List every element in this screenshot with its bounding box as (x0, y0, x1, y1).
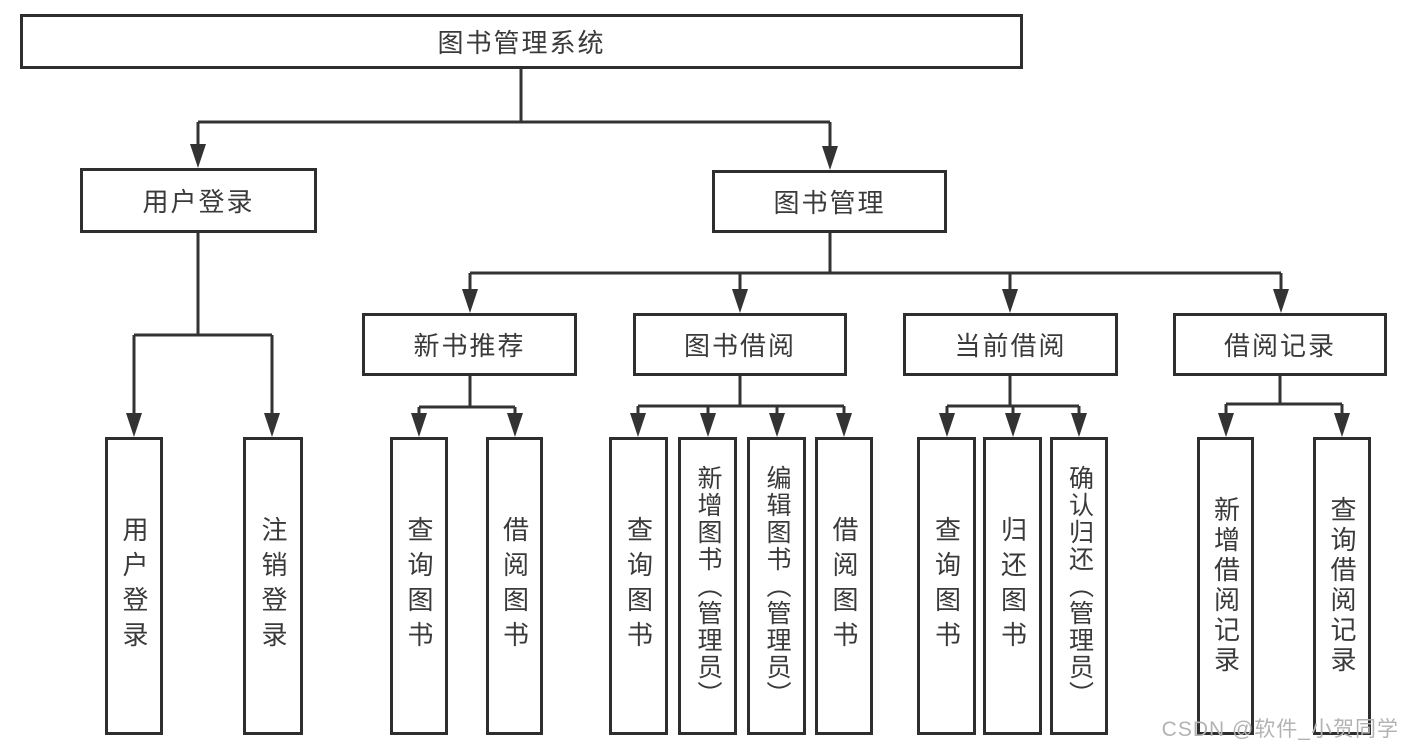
arrowhead (462, 289, 478, 313)
leaf-edit-books-admin: 编辑图书（管理员） (747, 437, 806, 735)
node-borrowing-records: 借阅记录 (1173, 313, 1387, 376)
arrowhead (1334, 413, 1350, 437)
node-book-management: 图书管理 (712, 170, 947, 233)
arrowhead (700, 413, 716, 437)
arrowhead (939, 413, 955, 437)
leaf-add-books-admin: 新增图书（管理员） (678, 437, 737, 735)
node-user-login: 用户登录 (80, 168, 317, 233)
edge-current-borrow-to-leaves (945, 376, 1081, 415)
arrowhead (630, 413, 646, 437)
csdn-watermark: CSDN @软件_小贺同学 (1161, 718, 1399, 741)
leaf-borrow-books: 借阅图书 (815, 437, 873, 735)
edge-new-books-to-leaves (417, 376, 517, 415)
arrowhead (1273, 289, 1289, 313)
node-library-system: 图书管理系统 (20, 14, 1023, 69)
leaf-logout: 注销登录 (243, 437, 303, 735)
node-new-book-recommendation: 新书推荐 (362, 313, 577, 376)
arrowhead (1002, 289, 1018, 313)
leaf-borrow-books-recommend: 借阅图书 (486, 437, 543, 735)
arrowhead (822, 146, 838, 170)
leaf-add-borrow-record: 新增借阅记录 (1197, 437, 1254, 735)
leaf-query-borrow-record: 查询借阅记录 (1313, 437, 1371, 735)
node-book-borrowing: 图书借阅 (633, 313, 847, 376)
node-current-borrowing: 当前借阅 (903, 313, 1118, 376)
arrowhead (411, 413, 427, 437)
leaf-confirm-return-admin: 确认归还（管理员） (1050, 437, 1108, 735)
edge-borrow-records-to-leaves (1224, 376, 1344, 415)
leaf-user-login: 用户登录 (105, 437, 163, 735)
edge-root-to-level2 (196, 69, 832, 148)
leaf-query-books-recommend: 查询图书 (390, 437, 448, 735)
arrowhead (1218, 413, 1234, 437)
arrowhead (1005, 413, 1021, 437)
arrowhead (732, 289, 748, 313)
arrowhead (836, 413, 852, 437)
edge-book-mgmt-to-level3 (468, 233, 1283, 291)
arrowhead (264, 413, 280, 437)
arrowhead (190, 144, 206, 168)
leaf-query-books-current: 查询图书 (917, 437, 976, 735)
leaf-query-books-borrow: 查询图书 (609, 437, 668, 735)
arrowhead (769, 413, 785, 437)
arrowhead (126, 413, 142, 437)
arrowhead (1071, 413, 1087, 437)
edge-user-login-to-leaves (132, 233, 274, 415)
leaf-return-books: 归还图书 (983, 437, 1042, 735)
edge-book-borrow-to-leaves (636, 376, 846, 415)
arrowhead (507, 413, 523, 437)
